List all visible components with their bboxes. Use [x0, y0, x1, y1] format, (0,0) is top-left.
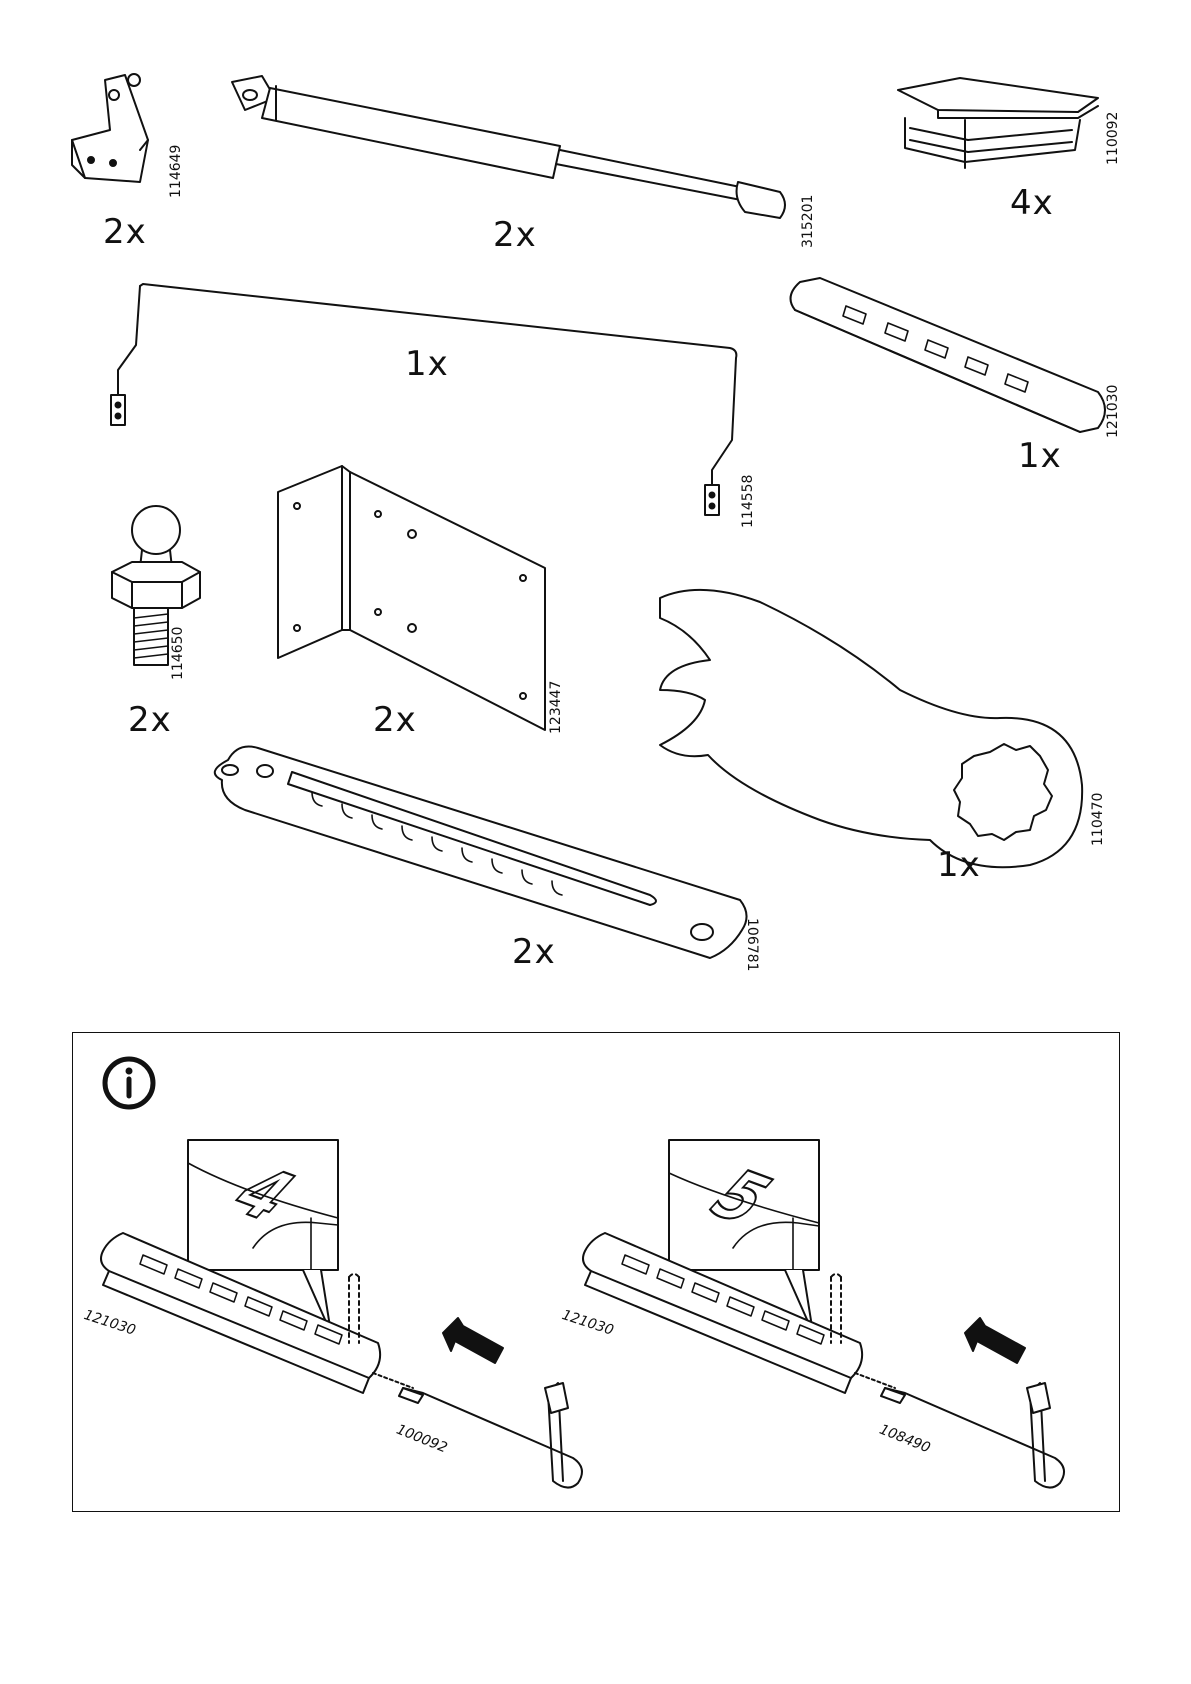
wire-rod-drawing	[111, 284, 736, 515]
ball-stud-drawing	[112, 506, 200, 665]
quantity-gas-spring: 2x	[493, 215, 537, 255]
part-number-gas-spring: 315201	[800, 195, 816, 248]
part-number-wrench: 110470	[1090, 793, 1106, 846]
part-number-wire-rod: 114558	[740, 475, 756, 528]
left-detail	[101, 1140, 582, 1488]
quantity-slotted-strip-long: 2x	[512, 932, 556, 972]
part-number-slotted-strip-small: 121030	[1105, 385, 1121, 438]
part-number-angle-bracket: 123447	[548, 681, 564, 734]
part-number-ball-stud: 114650	[170, 627, 186, 680]
gas-spring-drawing	[232, 76, 785, 218]
end-cap-drawing	[898, 78, 1098, 168]
part-number-end-cap: 110092	[1105, 112, 1121, 165]
quantity-hinge-bracket: 2x	[103, 212, 147, 252]
right-detail	[583, 1140, 1064, 1488]
quantity-end-cap: 4x	[1010, 183, 1054, 223]
slotted-strip-long-drawing	[215, 747, 747, 959]
wrench-drawing	[660, 590, 1082, 867]
part-number-hinge-bracket: 114649	[168, 145, 184, 198]
info-icon	[105, 1059, 153, 1107]
quantity-wrench: 1x	[937, 845, 981, 885]
quantity-ball-stud: 2x	[128, 700, 172, 740]
info-panel: 4 5 121030 100092 121030 108490	[72, 1032, 1120, 1512]
quantity-wire-rod: 1x	[405, 344, 449, 384]
part-number-slotted-strip-long: 106781	[744, 918, 760, 971]
quantity-angle-bracket: 2x	[373, 700, 417, 740]
slotted-strip-small-drawing	[791, 278, 1105, 432]
quantity-slotted-strip-small: 1x	[1018, 436, 1062, 476]
angle-bracket-drawing	[278, 466, 545, 730]
info-illustration	[73, 1033, 1121, 1513]
hinge-bracket-drawing	[72, 74, 148, 182]
